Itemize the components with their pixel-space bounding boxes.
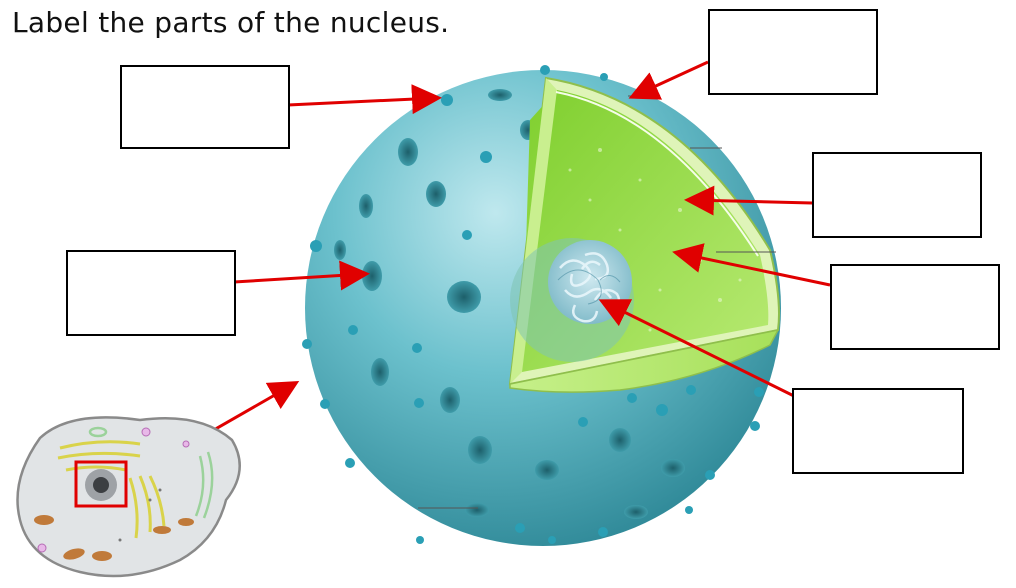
arrow-ribosome bbox=[288, 98, 436, 105]
label-box-6[interactable] bbox=[792, 388, 964, 474]
label-box-1[interactable] bbox=[120, 65, 290, 149]
label-box-2[interactable] bbox=[708, 9, 878, 95]
nucleus-cutaway bbox=[510, 78, 779, 392]
label-box-3[interactable] bbox=[812, 152, 982, 238]
chromatin bbox=[548, 240, 632, 324]
animal-cell-icon bbox=[18, 417, 240, 576]
label-box-5[interactable] bbox=[830, 264, 1000, 350]
label-box-4[interactable] bbox=[66, 250, 236, 336]
arrow-outer-membrane bbox=[634, 62, 708, 96]
